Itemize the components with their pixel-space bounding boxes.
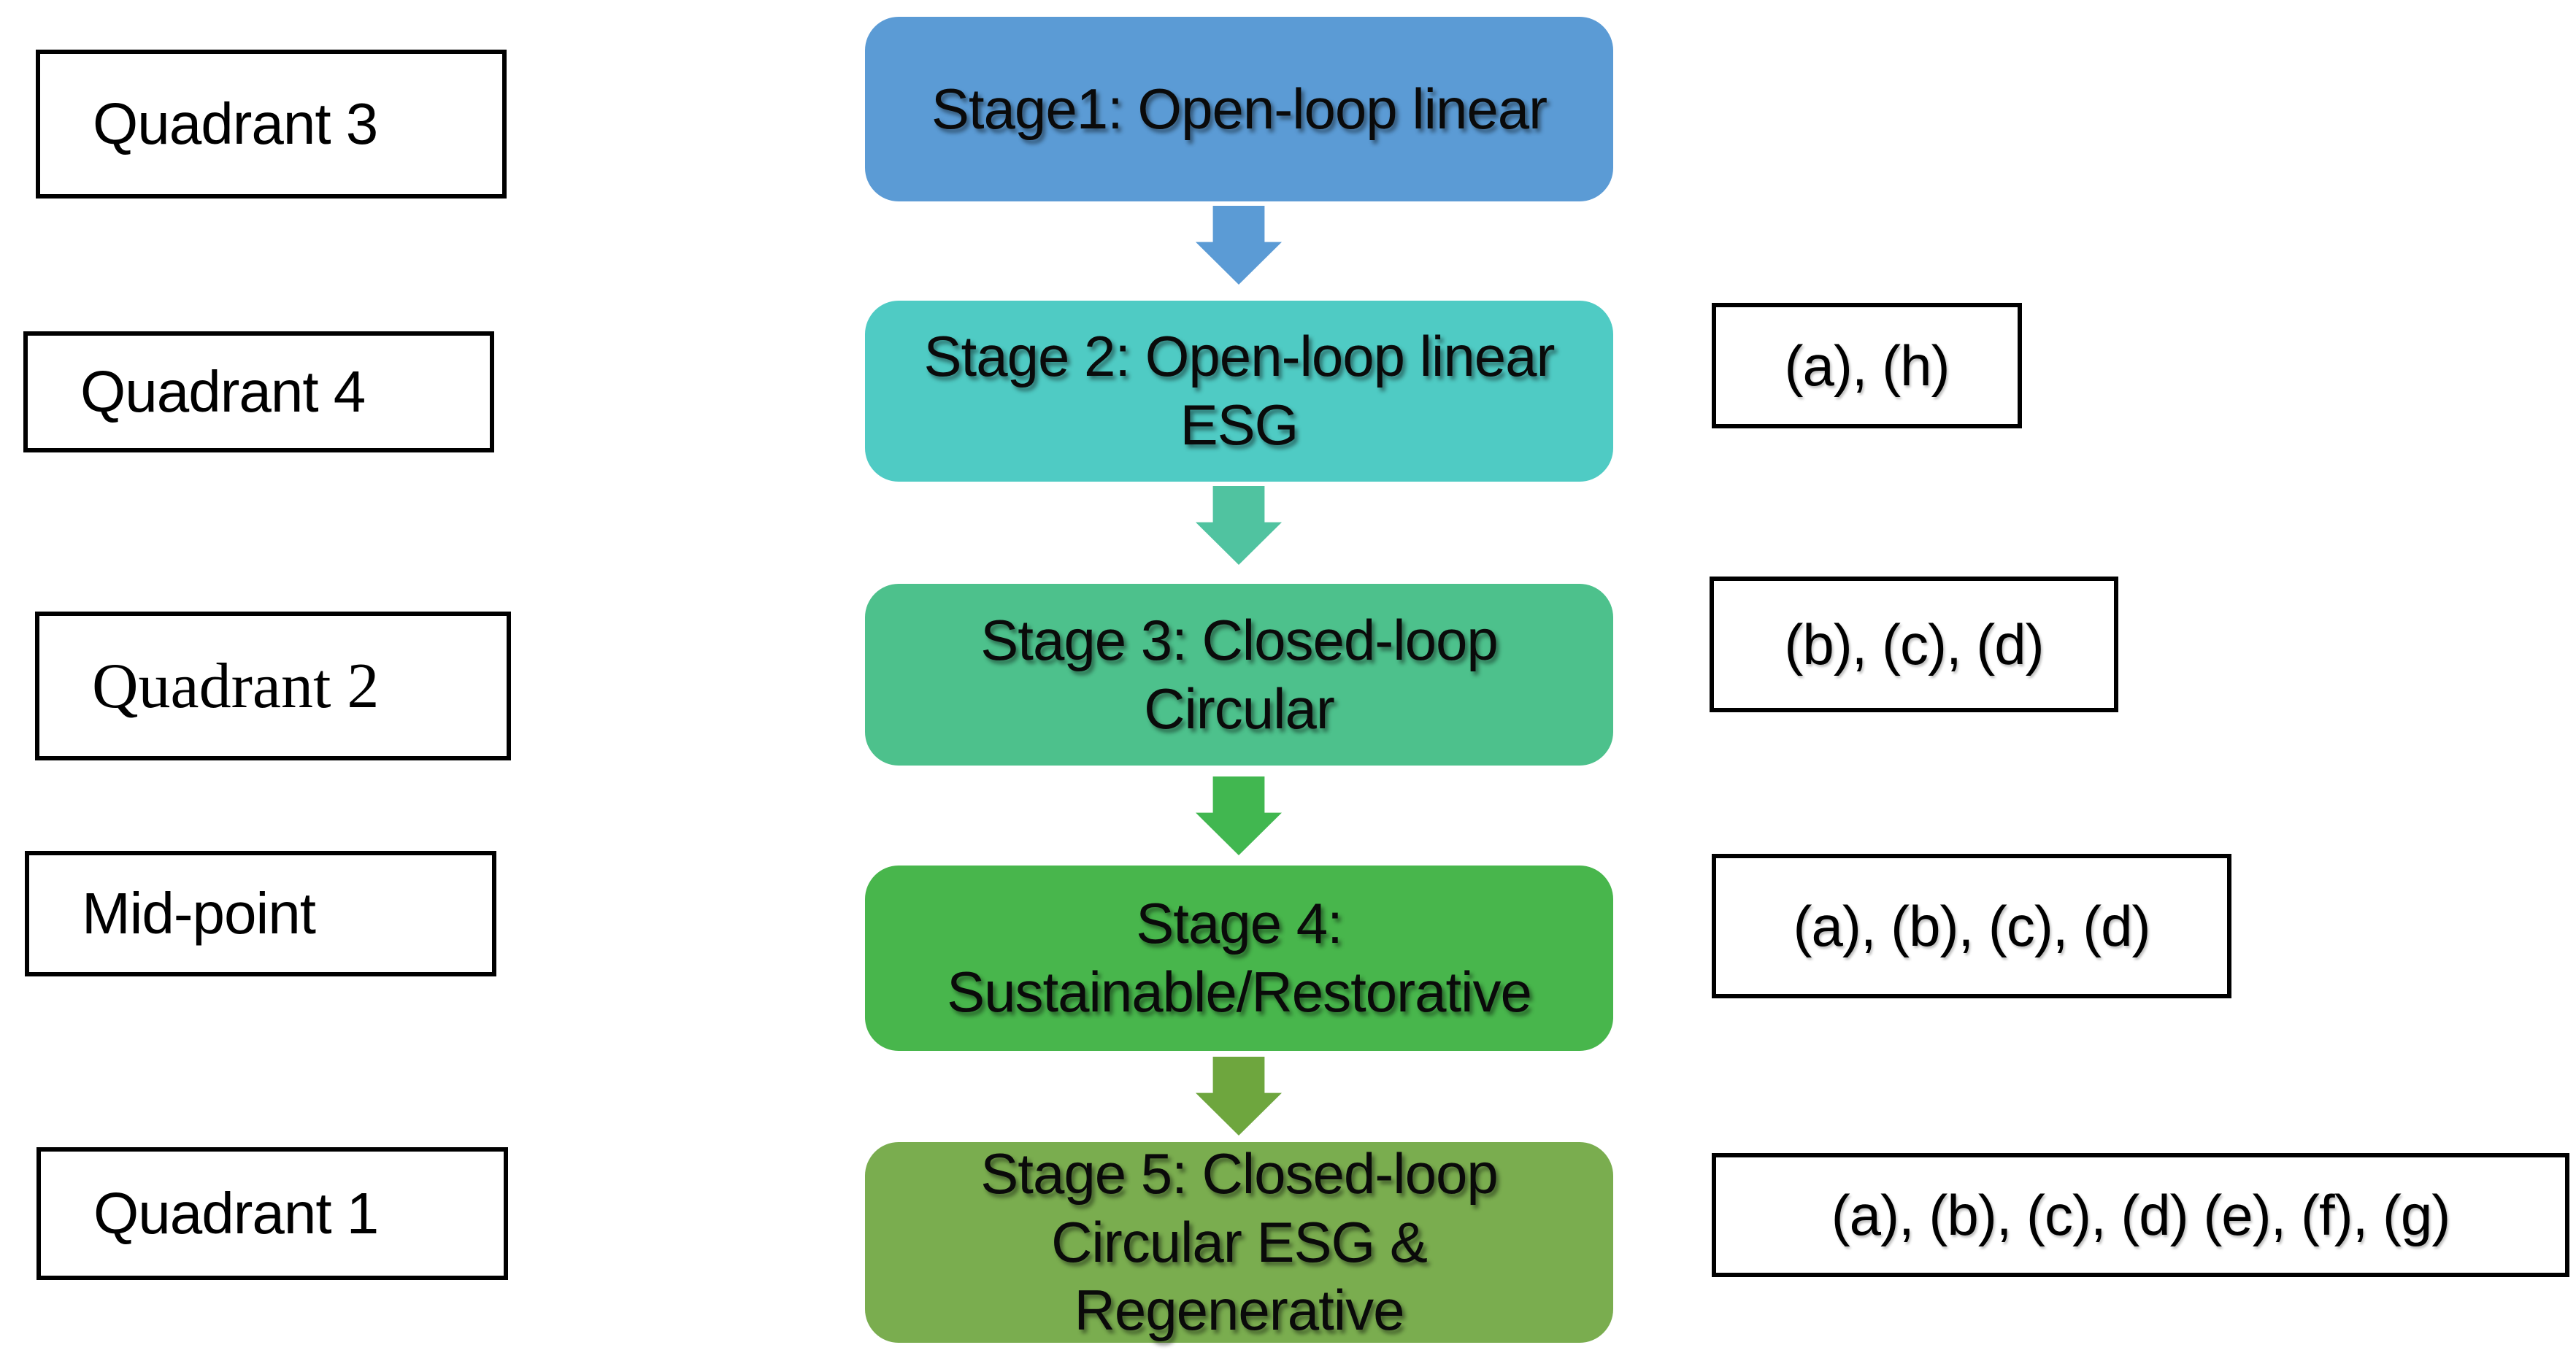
- left-box-quadrant-4: Quadrant 4: [23, 331, 494, 452]
- down-arrow-icon-3: [1196, 776, 1282, 855]
- quadrant-2-label: Quadrant 2: [92, 650, 380, 722]
- left-box-quadrant-2: Quadrant 2: [35, 612, 511, 760]
- stage-2-label: Stage 2: Open-loop linear ESG: [923, 324, 1556, 457]
- annotation-3-text: (a), (b), (c), (d): [1793, 893, 2151, 958]
- quadrant-3-label: Quadrant 3: [93, 91, 378, 156]
- stage-4-label: Stage 4: Sustainable/Restorative: [947, 891, 1532, 1024]
- annotation-box-2: (b), (c), (d): [1710, 577, 2118, 712]
- quadrant-4-label: Quadrant 4: [80, 359, 366, 424]
- down-arrow-icon-1: [1196, 206, 1282, 285]
- stage-3-box: Stage 3: Closed-loop Circular: [865, 584, 1613, 766]
- left-box-quadrant-3: Quadrant 3: [36, 50, 507, 198]
- quadrant-1-label: Quadrant 1: [93, 1181, 379, 1246]
- annotation-2-text: (b), (c), (d): [1784, 612, 2044, 676]
- mid-point-label: Mid-point: [82, 881, 316, 946]
- stage-1-box: Stage1: Open-loop linear: [865, 17, 1613, 201]
- annotation-box-3: (a), (b), (c), (d): [1712, 854, 2231, 998]
- down-arrow-icon-4: [1196, 1057, 1282, 1136]
- annotation-box-4: (a), (b), (c), (d) (e), (f), (g): [1712, 1153, 2569, 1277]
- stage-2-box: Stage 2: Open-loop linear ESG: [865, 301, 1613, 482]
- stage-5-box: Stage 5: Closed-loop Circular ESG & Rege…: [865, 1141, 1613, 1343]
- down-arrow-icon-2: [1196, 486, 1282, 565]
- annotation-1-text: (a), (h): [1784, 333, 1950, 398]
- left-box-quadrant-1: Quadrant 1: [36, 1147, 508, 1280]
- stage-4-box: Stage 4: Sustainable/Restorative: [865, 866, 1613, 1051]
- annotation-4-text: (a), (b), (c), (d) (e), (f), (g): [1831, 1182, 2451, 1247]
- left-box-mid-point: Mid-point: [25, 851, 496, 976]
- stage-3-label: Stage 3: Closed-loop Circular: [980, 607, 1498, 741]
- stage-1-label: Stage1: Open-loop linear: [931, 76, 1547, 141]
- annotation-box-1: (a), (h): [1712, 303, 2022, 428]
- stage-5-label: Stage 5: Closed-loop Circular ESG & Rege…: [980, 1141, 1498, 1343]
